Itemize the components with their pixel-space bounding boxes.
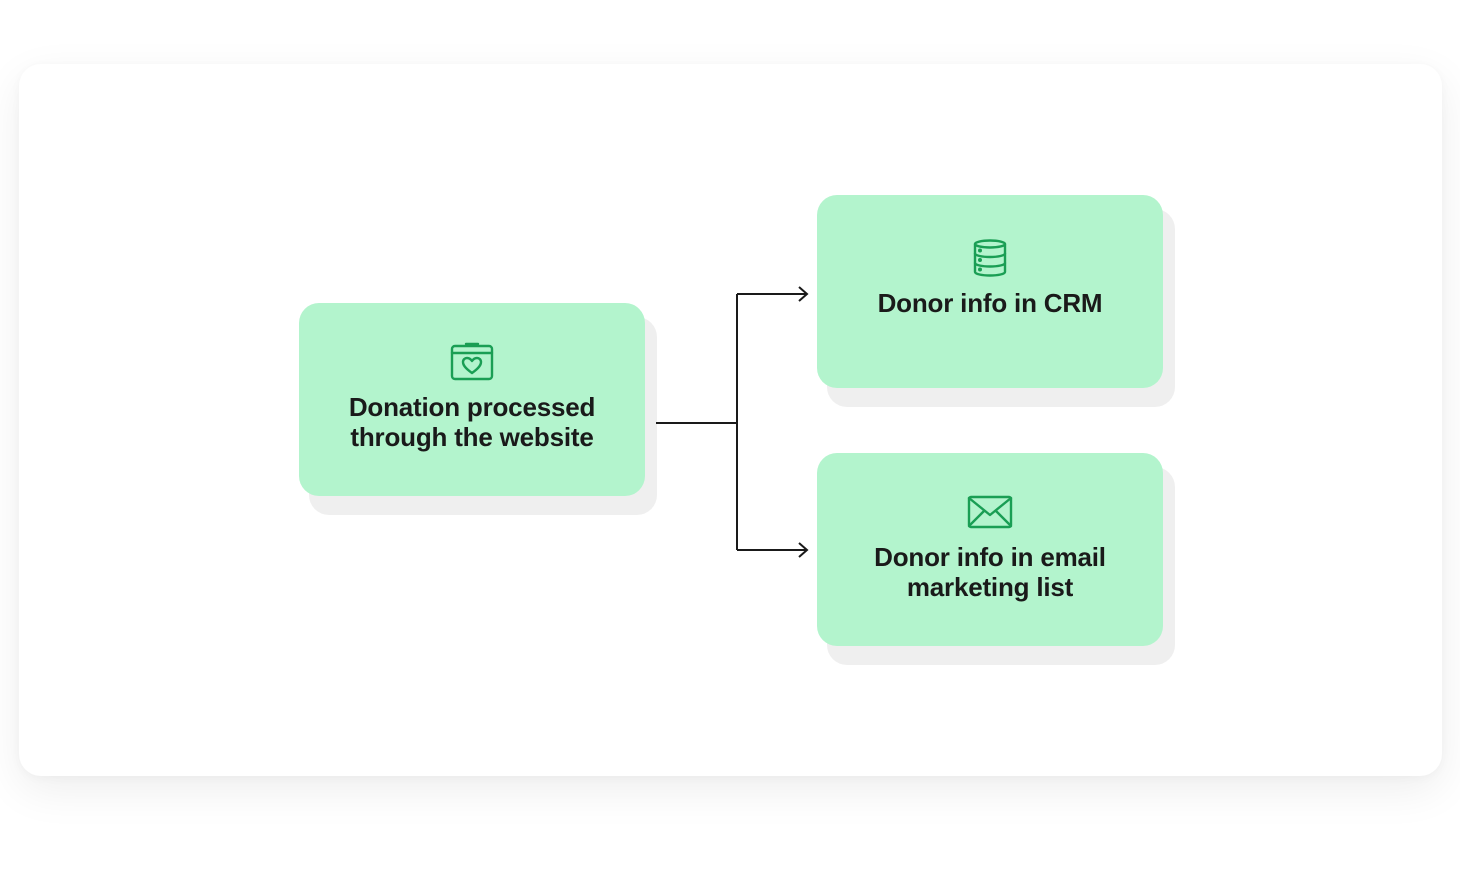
envelope-icon xyxy=(967,492,1013,532)
donation-box-heart-icon xyxy=(449,342,495,382)
email-node-label-line: marketing list xyxy=(906,571,1074,602)
crm-node-label-line: Donor info in CRM xyxy=(877,287,1103,318)
source-node-label: Donation processed through the website xyxy=(348,391,596,452)
diagram-card xyxy=(19,64,1442,776)
source-node-label-line: Donation processed xyxy=(348,391,596,422)
crm-node: Donor info in CRM xyxy=(817,195,1163,388)
email-node: Donor info in email marketing list xyxy=(817,453,1163,646)
email-node-label-line: Donor info in email xyxy=(874,541,1106,572)
source-node: Donation processed through the website xyxy=(299,303,645,496)
email-node-label: Donor info in email marketing list xyxy=(874,542,1106,602)
crm-node-label: Donor info in CRM xyxy=(878,288,1103,318)
database-icon xyxy=(967,238,1013,278)
source-node-label-line: through the website xyxy=(350,421,594,452)
